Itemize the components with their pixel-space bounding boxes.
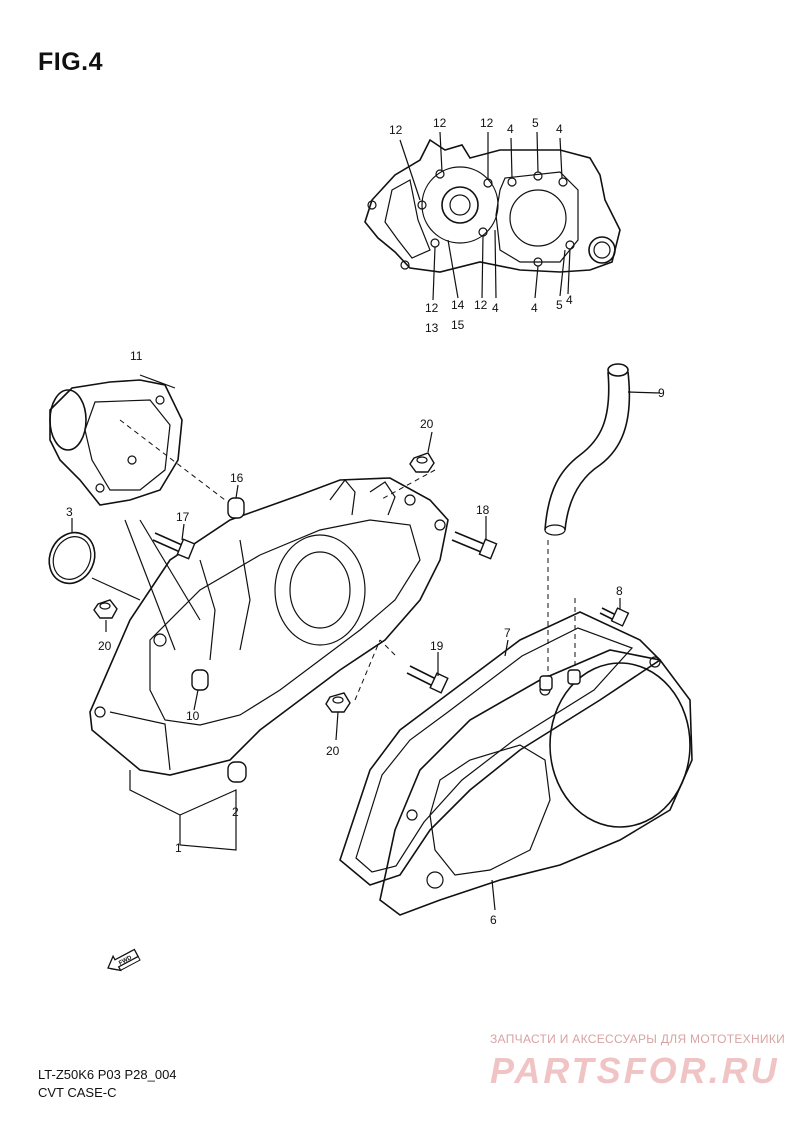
callout-7: 7: [504, 626, 511, 640]
callout-17: 17: [176, 510, 190, 524]
watermark-logo: PARTSFOR.RU: [490, 1050, 780, 1091]
part-19-bolt: [406, 665, 449, 694]
part-6-outer-cover: [379, 649, 693, 916]
callout-top-12a: 12: [389, 123, 403, 137]
part-10-dowel-pin: [191, 669, 209, 691]
figure-caption: CVT CASE-C: [38, 1085, 117, 1100]
callout-9: 9: [658, 386, 665, 400]
callout-bot-4b: 4: [531, 301, 538, 315]
part-2-dowel-pin: [227, 761, 247, 783]
figure-code: LT-Z50K6 P03 P28_004: [38, 1067, 177, 1082]
callout-bot-14: 14: [451, 298, 465, 312]
part-20-nut-left: [93, 599, 118, 619]
callout-bot-15: 15: [451, 318, 465, 332]
part-17-bolt: [152, 532, 196, 560]
part-1-cvt-case: [89, 477, 449, 776]
callout-11: 11: [130, 349, 143, 363]
callout-top-4b: 4: [556, 122, 563, 136]
part-8-bolt: [599, 607, 630, 627]
callout-bot-4c: 4: [566, 293, 573, 307]
fwd-arrow-icon: FWD: [107, 948, 141, 972]
callout-20c: 20: [326, 744, 340, 758]
callout-8: 8: [616, 584, 623, 598]
part-20-nut-top: [409, 452, 435, 473]
callout-top-5a: 5: [532, 116, 539, 130]
callout-20a: 20: [420, 417, 434, 431]
callout-top-4a: 4: [507, 122, 514, 136]
callout-bot-12b: 12: [474, 298, 488, 312]
callout-16: 16: [230, 471, 244, 485]
part-16-dowel-pin: [227, 497, 245, 519]
callout-19: 19: [430, 639, 444, 653]
callout-10: 10: [186, 709, 200, 723]
callout-labels: 12 12 12 4 5 4 12 13 14 15 12 4 4 5 4 11…: [66, 116, 665, 927]
callout-6: 6: [490, 913, 497, 927]
callout-bot-13: 13: [425, 321, 439, 335]
callout-bot-5: 5: [556, 298, 563, 312]
callout-bot-4a: 4: [492, 301, 499, 315]
callout-2: 2: [232, 805, 239, 819]
part-20-nut-bottom: [325, 692, 351, 713]
callout-18: 18: [476, 503, 490, 517]
callout-bot-12a: 12: [425, 301, 439, 315]
leader-lines-top: [399, 131, 571, 301]
callout-3: 3: [66, 505, 73, 519]
callout-top-12c: 12: [480, 116, 494, 130]
part-11-duct-cover: [49, 379, 183, 506]
part-9-hose: [544, 363, 661, 536]
crankcase-part: [364, 138, 621, 273]
watermark-tagline: ЗАПЧАСТИ И АКСЕССУАРЫ ДЛЯ МОТОТЕХНИКИ: [490, 1032, 786, 1046]
callout-top-12b: 12: [433, 116, 447, 130]
callout-20b: 20: [98, 639, 112, 653]
callout-1: 1: [175, 841, 182, 855]
figure-title: FIG.4: [38, 48, 104, 76]
part-3-o-ring: [48, 531, 96, 585]
part-18-bolt: [451, 531, 498, 560]
leader-lines-main: [71, 374, 621, 911]
